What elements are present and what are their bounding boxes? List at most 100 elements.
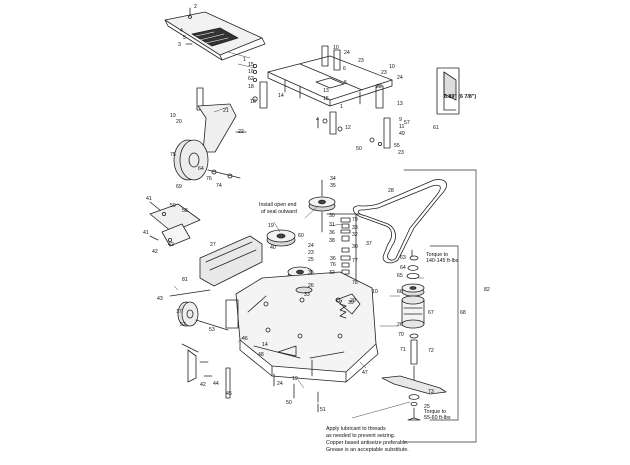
callout-spindle-64: 64	[400, 265, 406, 271]
callout-pulley-35: 35	[330, 183, 336, 189]
callout-frame-50: 50	[356, 146, 362, 152]
callout-frame-13b: 13	[397, 101, 403, 107]
callout-caster-20: 20	[176, 119, 182, 125]
dimension-diagram	[436, 67, 460, 115]
callout-deck-47: 47	[362, 370, 368, 376]
callout-seat-5: 5	[183, 35, 186, 41]
callout-deck-27: 27	[210, 242, 216, 248]
note-lube-line2: as needed to prevent seizing.	[326, 433, 396, 439]
callout-bracket-41a: 41	[146, 196, 152, 202]
anti-scalp-wheel	[169, 289, 229, 331]
spindle-assembly	[381, 249, 447, 421]
callout-frame-14: 14	[278, 93, 284, 99]
callout-deck-51: 51	[320, 407, 326, 413]
callout-frame-23c: 23	[398, 150, 404, 156]
discharge-shield	[199, 235, 263, 287]
callout-frame-12: 12	[345, 125, 351, 131]
callout-frame-1: 1	[340, 104, 343, 110]
callout-caster-74: 74	[216, 183, 222, 189]
callout-seat-4: 4	[180, 28, 183, 34]
callout-pulley-36a: 36	[329, 230, 335, 236]
callout-spindle-65: 65	[397, 273, 403, 279]
callout-frame-11: 11	[399, 124, 405, 130]
callout-deck-26: 26	[308, 283, 314, 289]
callout-deck-43: 43	[157, 296, 163, 302]
callout-seat-2: 2	[194, 4, 197, 10]
callout-deck-81: 81	[182, 277, 188, 283]
callout-deck-33: 33	[304, 292, 310, 298]
callout-pulley-33: 33	[352, 225, 358, 231]
callout-frame-9: 9	[399, 117, 402, 123]
callout-deck-44: 44	[213, 381, 219, 387]
callout-spindle-70: 70	[398, 332, 404, 338]
callout-deck-53: 53	[209, 327, 215, 333]
callout-deck-48: 48	[258, 352, 264, 358]
callout-deck-19a: 19	[268, 223, 274, 229]
callout-deck-29: 29	[350, 298, 356, 304]
callout-pulley-32a: 32	[352, 232, 358, 238]
callout-frame-61: 61	[433, 125, 439, 131]
callout-deck-14: 14	[262, 342, 268, 348]
bracket-plate	[149, 201, 201, 247]
callout-pulley-30b: 30	[352, 244, 358, 250]
callout-frame-18a: 18	[248, 84, 254, 90]
callout-bracket-41b: 41	[143, 230, 149, 236]
callout-pulley-24: 24	[308, 243, 314, 249]
callout-spindle-26: 26	[397, 322, 403, 328]
callout-frame-6: 6	[343, 66, 346, 72]
drive-belt	[352, 179, 447, 264]
callout-bracket-59: 59	[170, 203, 176, 209]
callout-pulley-23: 23	[308, 250, 314, 256]
note-torque1-line2: 140-145 ft-lbs	[426, 258, 459, 264]
callout-frame-55: 55	[394, 143, 400, 149]
callout-deck-50: 50	[286, 400, 292, 406]
callout-frame-22: 22	[376, 84, 382, 90]
callout-pulley-28: 28	[388, 188, 394, 194]
note-lube-line1: Apply lubricant to threads	[326, 426, 386, 432]
callout-spindle-73: 73	[428, 389, 434, 395]
callout-deck-46: 46	[242, 336, 248, 342]
callout-frame-13a: 13	[323, 88, 329, 94]
callout-deck-42c: 42	[200, 382, 206, 388]
callout-pulley-38: 38	[329, 238, 335, 244]
dimension-label: 6.89" (6 7/8")	[444, 94, 477, 100]
callout-frame-10b: 10	[389, 64, 395, 70]
note-torque2-line2: 55-60 ft-lbs	[424, 415, 451, 421]
callout-frame-23b: 23	[381, 70, 387, 76]
seat-pan	[164, 7, 266, 61]
callout-deck-17: 17	[176, 309, 182, 315]
callout-deck-45: 45	[226, 391, 232, 397]
callout-pulley-79: 79	[352, 217, 358, 223]
callout-pulley-31: 31	[329, 222, 335, 228]
callout-spindle-67: 67	[428, 310, 434, 316]
callout-pulley-30a: 30	[329, 213, 335, 219]
callout-caster-22: 22	[238, 129, 244, 135]
callout-frame-57: 57	[404, 120, 410, 126]
idler-pulleys	[266, 179, 336, 282]
callout-caster-21: 21	[223, 108, 229, 114]
callout-caster-64: 64	[198, 166, 204, 172]
leader-lines	[173, 51, 425, 419]
callout-frame-15a: 15	[248, 62, 254, 68]
callout-spindle-10: 10	[372, 289, 378, 295]
note-lube-line3: Copper based antiseize preferable.	[326, 440, 409, 446]
assembly-brackets	[403, 169, 477, 443]
callout-spindle-72: 72	[428, 348, 434, 354]
note-seal-line2: of seal outward	[261, 209, 297, 215]
callout-caster-75a: 75	[170, 152, 176, 158]
callout-bracket-42a: 42	[168, 242, 174, 248]
callout-deck-60: 60	[298, 233, 304, 239]
note-seal-line1: Install open end	[259, 202, 297, 208]
callout-frame-24b: 24	[397, 75, 403, 81]
callout-pulley-25: 25	[308, 257, 314, 263]
callout-seat-3: 3	[178, 42, 181, 48]
callout-pulley-77: 77	[352, 258, 358, 264]
callout-frame-10a: 10	[333, 45, 339, 51]
callout-pulley-78: 78	[352, 280, 358, 286]
callout-spindle-63: 63	[400, 255, 406, 261]
callout-frame-16: 16	[248, 69, 254, 75]
callout-deck-19b: 19	[292, 376, 298, 382]
callout-bracket-58: 58	[182, 208, 188, 214]
